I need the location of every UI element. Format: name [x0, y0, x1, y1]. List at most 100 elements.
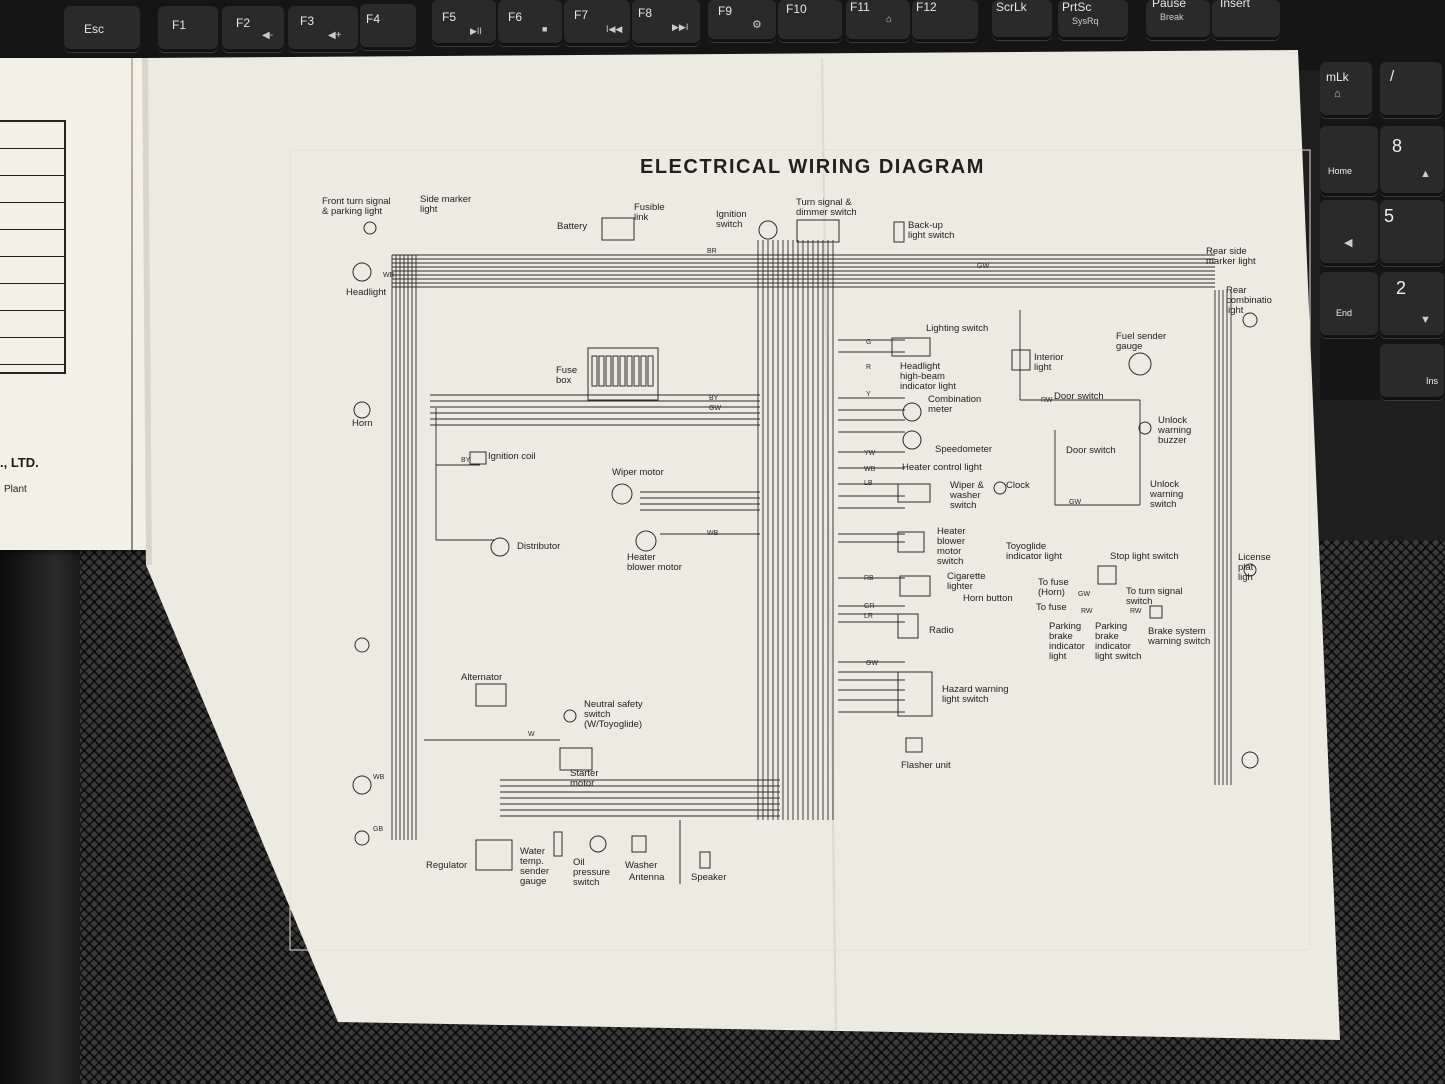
arrow-left-icon: ◀ [1344, 237, 1353, 249]
key-f9[interactable]: F9 ⚙ [708, 0, 776, 42]
label-backup-light: Back-up light switch [908, 220, 955, 241]
key-label: F9 [718, 4, 733, 18]
key-f4[interactable]: F4 [360, 4, 416, 50]
wire-code: GW [866, 660, 879, 667]
key-f2[interactable]: F2◀- [222, 6, 284, 52]
wire-code: BY [461, 457, 471, 464]
wire-code: WB [383, 272, 395, 279]
key-label: F7 [574, 8, 589, 22]
label-rear-combination: Rear combinatio light [1226, 285, 1272, 316]
label-speaker: Speaker [691, 872, 727, 883]
label-battery: Battery [557, 221, 588, 232]
wire-code: GW [709, 405, 722, 412]
key-home[interactable]: Home [1320, 126, 1378, 196]
label-stop-light-switch: Stop light switch [1110, 551, 1179, 562]
unlock-buzzer [1138, 421, 1152, 435]
label-front-turn-signal: Front turn signal & parking light [322, 196, 391, 217]
wire-code: GW [977, 263, 990, 270]
laptop-edge [0, 545, 80, 1084]
label-water-temp: Water temp. sender gauge [520, 846, 550, 887]
key-num5[interactable]: 5 [1380, 200, 1444, 266]
diagram-border [289, 149, 1311, 951]
wire-code: Y [866, 391, 871, 398]
wire-code: YW [864, 450, 876, 457]
key-label: F8 [638, 6, 653, 20]
previous-track-icon: I◀◀ [606, 24, 623, 34]
label-oil-pressure: Oil pressure switch [573, 857, 610, 888]
key-label: Home [1328, 166, 1353, 176]
fuse [591, 355, 598, 387]
key-esc[interactable]: Esc [64, 6, 140, 52]
label-ignition-coil: Ignition coil [488, 451, 536, 462]
label-clock: Clock [1006, 480, 1030, 491]
key-insert[interactable]: Insert [1212, 0, 1280, 40]
next-track-icon: ▶▶I [672, 22, 689, 32]
flasher-unit [905, 737, 923, 753]
key-end[interactable]: End [1320, 272, 1378, 338]
key-ins[interactable]: Ins [1380, 344, 1444, 400]
key-f5[interactable]: F5▶II [432, 0, 496, 46]
label-antenna: Antenna [629, 872, 665, 883]
brake-warning-switch [1149, 605, 1163, 619]
components [352, 217, 1259, 884]
brightness-icon: ⚙ [752, 19, 762, 31]
key-scrlk[interactable]: ScrLk [992, 0, 1052, 40]
label-wiper-motor: Wiper motor [612, 467, 664, 478]
washer [631, 835, 647, 853]
key-label: Esc [84, 22, 105, 36]
key-f11[interactable]: F11⌂ [846, 0, 910, 42]
booklet-plant: Plant [4, 484, 27, 495]
key-label: F5 [442, 10, 457, 24]
combination-meter [902, 402, 922, 422]
oil-pressure-switch [589, 835, 607, 853]
key-label: F10 [786, 2, 807, 16]
key-numlock[interactable]: mLk⌂ [1320, 62, 1372, 118]
wire-code: GB [373, 826, 384, 833]
key-label: F12 [916, 0, 937, 14]
lock-icon: ⌂ [886, 14, 893, 25]
clock [993, 481, 1007, 495]
cigarette-lighter [899, 575, 931, 597]
label-rear-side-marker: Rear side marker light [1206, 246, 1256, 267]
interior-light [1011, 349, 1031, 371]
key-divide[interactable]: / [1380, 62, 1442, 118]
key-f12[interactable]: F12 [912, 0, 978, 42]
wire-code: R [866, 364, 872, 371]
volume-down-icon: ◀- [262, 30, 274, 41]
key-label: PrtSc [1062, 0, 1092, 14]
wire-code: RB [864, 575, 874, 582]
key-f6[interactable]: F6■ [498, 0, 562, 46]
fuse [619, 355, 626, 387]
wire-code: LR [864, 613, 873, 620]
label-hazard-switch: Hazard warning light switch [942, 684, 1009, 705]
fuse [626, 355, 633, 387]
paper-sheet [142, 50, 1340, 1040]
key-num4[interactable]: ◀ [1320, 200, 1378, 266]
key-num2[interactable]: 2▼ [1380, 272, 1444, 338]
label-cigarette-lighter: Cigarette lighter [947, 571, 986, 592]
key-f1[interactable]: F1 [158, 6, 218, 52]
label-brake-warning-switch: Brake system warning switch [1148, 626, 1211, 647]
label-starter-motor: Starter motor [570, 768, 599, 789]
label-parking-brake-switch: Parking brake indicator light switch [1095, 621, 1142, 662]
label-fusible-link: Fusible link [634, 202, 665, 223]
key-num8-face[interactable]: 8▲ [1380, 126, 1444, 196]
key-f3[interactable]: F3◀+ [288, 6, 358, 52]
label-speedometer: Speedometer [935, 444, 993, 455]
label-combination-meter: Combination meter [928, 394, 982, 415]
wire-code: WB [707, 530, 719, 537]
wire-code: RW [1081, 608, 1093, 615]
key-f8[interactable]: F8 ▶▶I [632, 0, 700, 46]
fuse [612, 355, 619, 387]
label-fuel-sender: Fuel sender gauge [1116, 331, 1167, 352]
stop-icon: ■ [542, 24, 548, 34]
label-wiper-washer-switch: Wiper & washer switch [950, 480, 984, 511]
key-f10[interactable]: F10 [778, 0, 842, 42]
label-headlight-highbeam: Headlight high-beam indicator light [900, 361, 956, 392]
label-distributor: Distributor [517, 541, 561, 552]
fuse [633, 355, 640, 387]
wire-code: GW [1069, 499, 1082, 506]
